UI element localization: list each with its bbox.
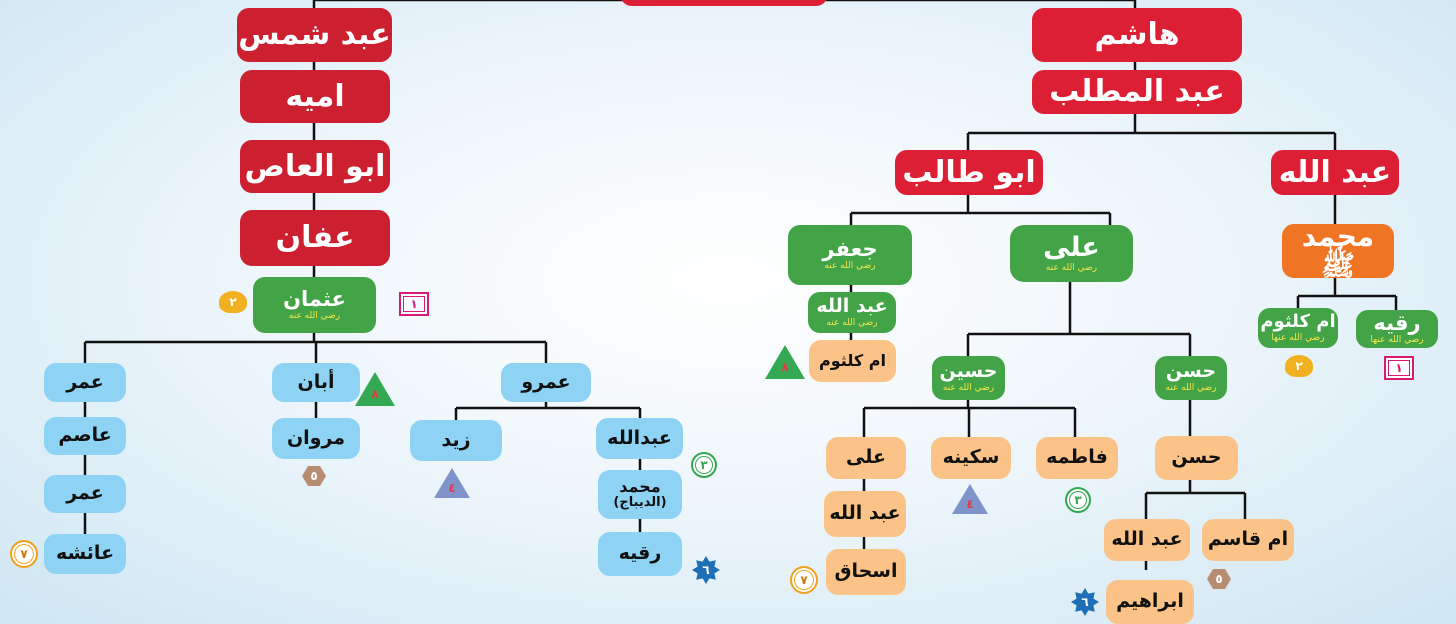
husain-label: حسين — [939, 360, 998, 383]
hashim-box: هاشم — [1032, 8, 1242, 62]
ruqayya-amr-label: رقيه — [618, 542, 662, 565]
badge-five-hexagon: ٥ — [1207, 569, 1231, 589]
badge-one-square: ١ — [1384, 356, 1414, 380]
umayya-label: اميه — [285, 78, 345, 114]
radi-anha-label: رضي الله عنها — [1271, 332, 1325, 343]
radi-anhu-label: رضي الله عنه — [824, 261, 876, 272]
badge-one-square: ١ — [399, 292, 429, 316]
abdullah-label: عبد الله — [1278, 154, 1392, 190]
abdullah-hasan-box: عبد الله — [1104, 519, 1190, 561]
hasan-jr-label: حسن — [1171, 446, 1222, 469]
umar2-label: عمر — [66, 482, 104, 505]
radi-anhu-label: رضي الله عنه — [1045, 262, 1098, 273]
badge-six-star: ٦ — [1071, 588, 1099, 616]
top-ancestor-box — [620, 0, 828, 6]
fatima-box: فاطمه — [1036, 437, 1118, 479]
uthman-label: عثمان — [283, 287, 346, 312]
badge-seven-circle: ٧ — [790, 566, 818, 594]
abd-shams-label: عبد شمس — [238, 17, 391, 53]
umm-kulthum-jafar-label: ام كلثوم — [819, 350, 886, 370]
abul-as-box: ابو العاص — [240, 140, 390, 193]
marwan-box: مروان — [272, 418, 360, 459]
ali-husain-label: على — [846, 446, 886, 469]
sakina-label: سكينه — [942, 446, 1000, 469]
sakina-box: سكينه — [931, 437, 1011, 479]
aisha-box: عائشه — [44, 534, 126, 574]
ruqayya-amr-box: رقيه — [598, 532, 682, 576]
muhammad-dibaj-box: محمد(الديباج) — [598, 470, 682, 519]
badge-three-circle: ٣ — [691, 452, 717, 478]
badge-six-star: ٦ — [692, 556, 720, 584]
ishaq-label: اسحاق — [834, 560, 898, 583]
ishaq-box: اسحاق — [826, 549, 906, 595]
abdullah-hasan-label: عبد الله — [1111, 528, 1183, 551]
zaid-label: زيد — [441, 428, 471, 451]
umm-qasim-label: ام قاسم — [1207, 528, 1289, 551]
fatima-label: فاطمه — [1046, 446, 1108, 469]
abu-talib-box: ابو طالب — [895, 150, 1043, 195]
muhammad-label: محمد ﷺ — [1301, 219, 1375, 282]
ibrahim-box: ابراهيم — [1106, 580, 1194, 624]
abdullah-ali-box: عبد الله — [824, 491, 906, 537]
badge-seven-circle: ٧ — [10, 540, 38, 568]
badge-three-circle: ٣ — [1065, 487, 1091, 513]
asim-label: عاصم — [58, 424, 112, 447]
radi-anha-label: رضي الله عنها — [1370, 335, 1424, 346]
abdul-muttalib-label: عبد المطلب — [1049, 74, 1225, 110]
marwan-label: مروان — [286, 426, 346, 449]
umar2-box: عمر — [44, 475, 126, 513]
umm-kulthum-prophet-label: ام كلثوم — [1260, 310, 1336, 332]
ali-label: على — [1043, 231, 1100, 263]
ibrahim-label: ابراهيم — [1116, 590, 1184, 613]
abdullah-amr-box: عبدالله — [596, 418, 683, 459]
abdullah-amr-label: عبدالله — [607, 426, 672, 449]
hasan-label: حسن — [1165, 360, 1217, 383]
abul-as-label: ابو العاص — [244, 148, 386, 184]
radi-anhu-label: رضي الله عنه — [1165, 383, 1217, 394]
abdullah-ali-label: عبد الله — [829, 502, 901, 525]
radi-anhu-label: رضي الله عنه — [288, 311, 341, 322]
umm-qasim-box: ام قاسم — [1202, 519, 1294, 561]
asim-box: عاصم — [44, 417, 126, 455]
abd-shams-box: عبد شمس — [237, 8, 392, 62]
abu-talib-label: ابو طالب — [902, 154, 1036, 190]
umayya-box: اميه — [240, 70, 390, 123]
umar-label: عمر — [66, 370, 104, 393]
amr-label: عمرو — [521, 370, 571, 393]
radi-anhu-label: رضي الله عنه — [826, 317, 878, 328]
muhammad-box: محمد ﷺ — [1282, 219, 1394, 282]
ruqayya-prophet-label: رقيه — [1373, 311, 1421, 336]
aban-label: أبان — [297, 370, 335, 393]
abdullah-jafar-label: عبد الله — [816, 294, 888, 317]
affan-box: عفان — [240, 210, 390, 266]
affan-label: عفان — [275, 220, 355, 256]
jafar-label: جعفر — [822, 237, 878, 262]
abdul-muttalib-box: عبد المطلب — [1032, 70, 1242, 114]
dibaj-label: (الديباج) — [613, 495, 667, 511]
muhammad-dibaj-label: محمد — [619, 477, 661, 497]
hashim-label: هاشم — [1094, 17, 1180, 53]
umm-kulthum-jafar-box: ام كلثوم — [809, 340, 896, 382]
aban-box: أبان — [272, 363, 360, 402]
radi-anhu-label: رضي الله عنه — [942, 383, 995, 394]
badge-two-heart: ٢ — [1285, 355, 1313, 377]
aisha-label: عائشه — [55, 542, 115, 565]
badge-five-hexagon: ٥ — [302, 466, 326, 486]
umar-box: عمر — [44, 363, 126, 402]
hasan-jr-box: حسن — [1155, 436, 1238, 480]
ali-husain-box: على — [826, 437, 906, 479]
badge-two-heart: ٢ — [219, 291, 247, 313]
amr-box: عمرو — [501, 363, 591, 402]
zaid-box: زيد — [410, 420, 502, 461]
abdullah-box: عبد الله — [1271, 150, 1399, 195]
